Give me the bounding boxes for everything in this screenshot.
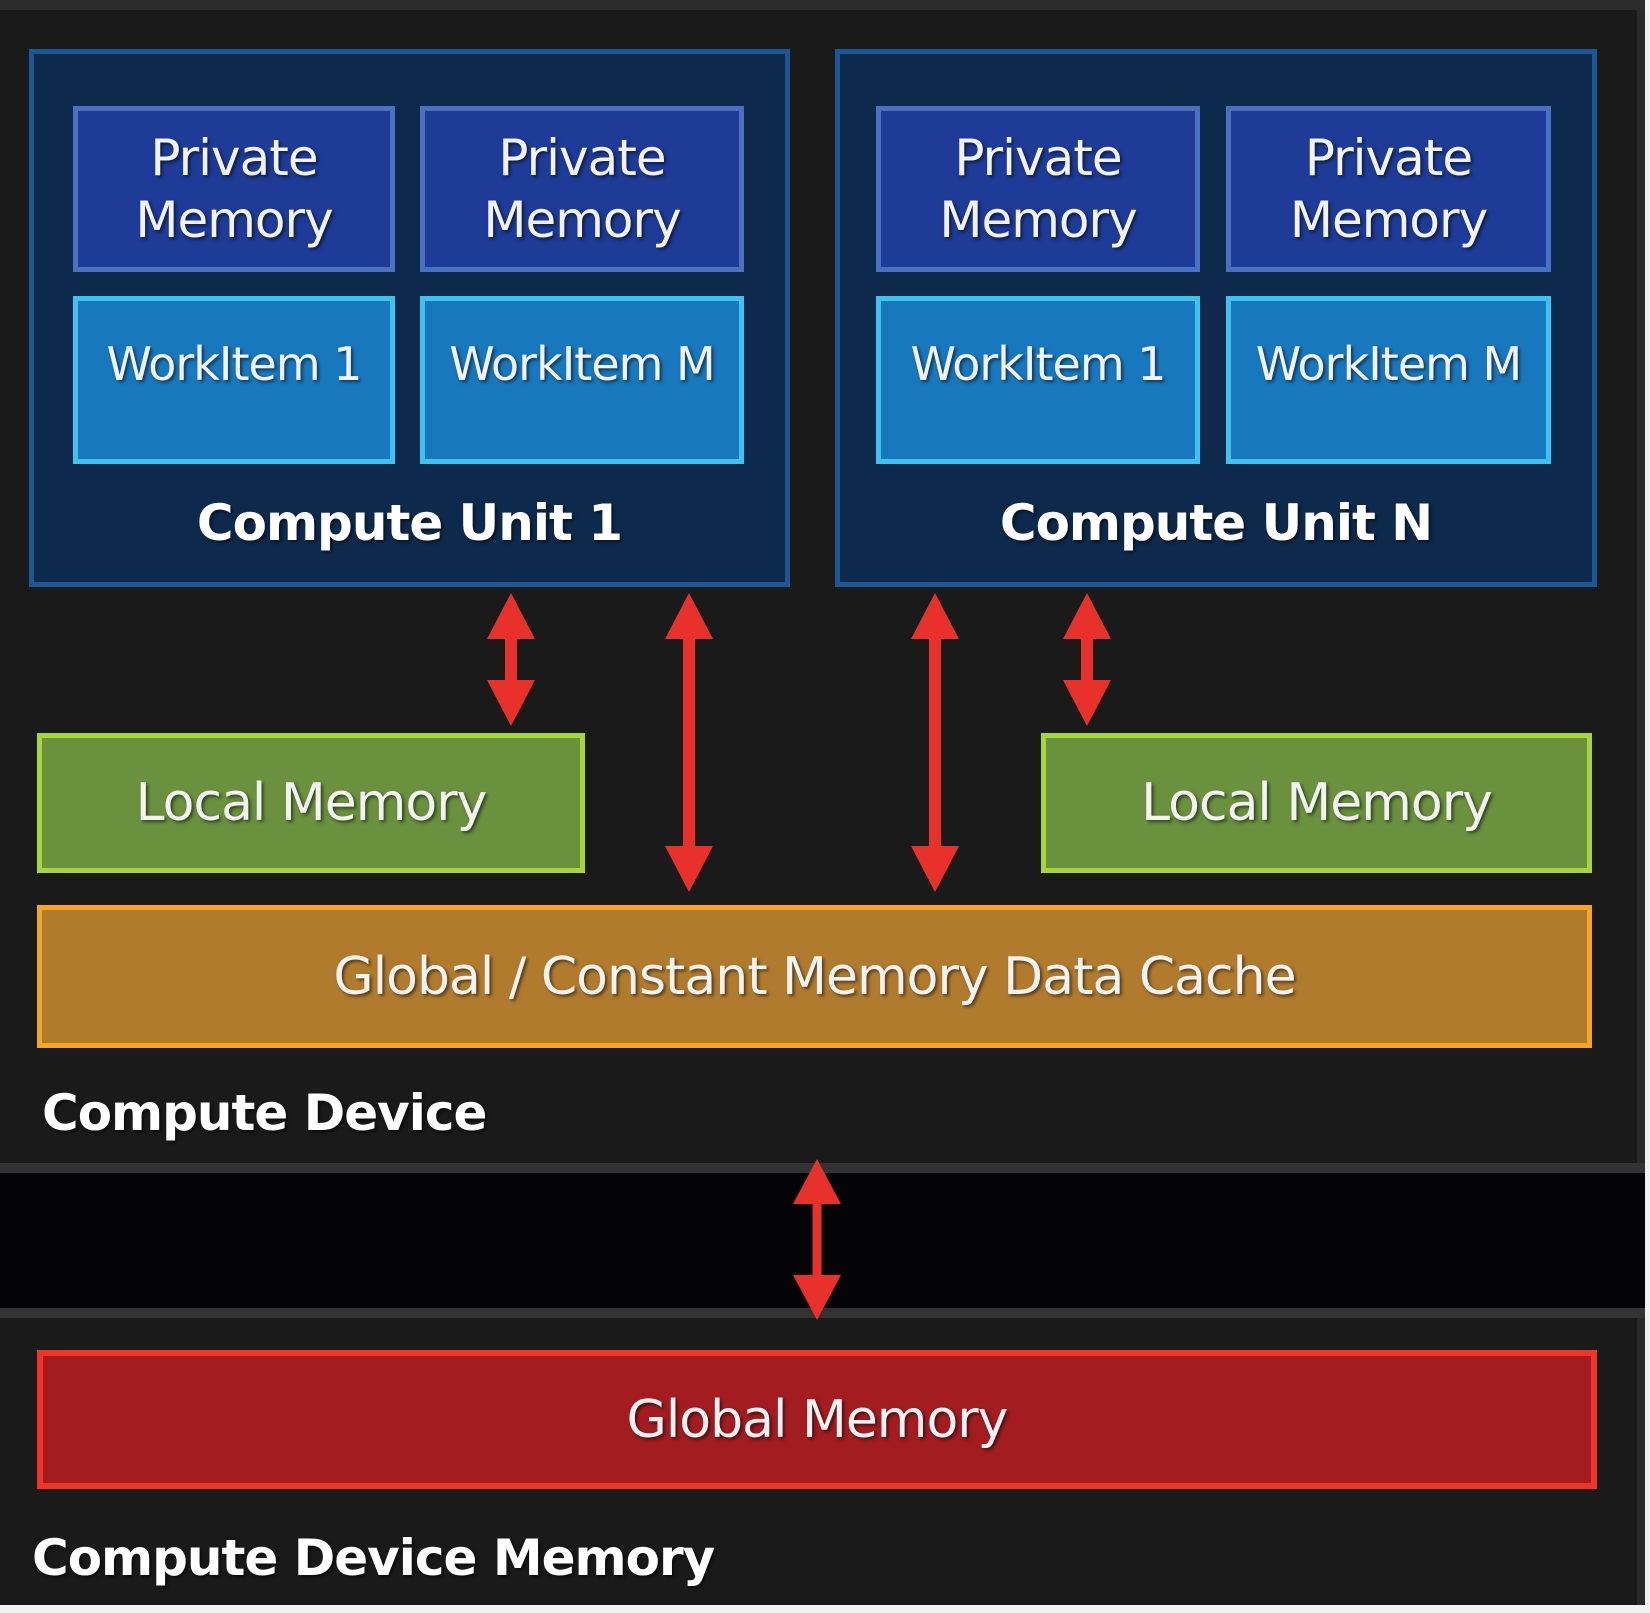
private-memory-line1: Private <box>150 129 318 187</box>
arrow-cu1-local-memory-icon <box>487 593 535 726</box>
compute-unit-1-label: Compute Unit 1 <box>196 494 623 552</box>
private-memory-cu1-1: Private Memory <box>73 106 395 272</box>
arrowhead-down <box>487 680 535 726</box>
local-memory-label: Local Memory <box>1141 773 1493 833</box>
private-memory-cun-1: Private Memory <box>876 106 1200 272</box>
arrow-shaft <box>683 637 695 848</box>
private-memory-line1: Private <box>954 129 1122 187</box>
arrow-shaft <box>929 637 941 848</box>
arrow-shaft <box>1081 637 1093 682</box>
device-memory-interconnect-band <box>0 1163 1645 1318</box>
arrow-cun-local-memory-icon <box>1063 593 1111 726</box>
work-item-cun-1: WorkItem 1 <box>876 296 1200 464</box>
work-item-cu1-m: WorkItem M <box>420 296 744 464</box>
arrowhead-down <box>911 846 959 892</box>
arrow-cu1-global-cache-icon <box>665 593 713 892</box>
private-memory-line2: Memory <box>1289 191 1488 249</box>
global-constant-cache-label: Global / Constant Memory Data Cache <box>333 946 1296 1007</box>
private-memory-line2: Memory <box>483 191 681 249</box>
private-memory-line1: Private <box>1304 129 1473 187</box>
global-memory: Global Memory <box>37 1350 1597 1489</box>
work-item-cu1-1: WorkItem 1 <box>73 296 395 464</box>
local-memory-cun: Local Memory <box>1041 733 1592 873</box>
work-item-label: WorkItem M <box>1255 337 1523 391</box>
arrowhead-down <box>665 846 713 892</box>
compute-device-memory-label: Compute Device Memory <box>32 1529 715 1587</box>
top-edge <box>0 0 1645 10</box>
local-memory-cu1: Local Memory <box>37 733 585 873</box>
arrow-shaft <box>505 637 517 682</box>
arrowhead-down <box>1063 680 1111 726</box>
arrowhead-up <box>911 593 959 639</box>
compute-unit-n-label: Compute Unit N <box>999 494 1433 552</box>
work-item-cun-m: WorkItem M <box>1226 296 1551 464</box>
private-memory-line2: Memory <box>135 191 333 249</box>
arrowhead-up <box>665 593 713 639</box>
private-memory-cu1-2: Private Memory <box>420 106 744 272</box>
global-constant-cache: Global / Constant Memory Data Cache <box>37 905 1592 1048</box>
work-item-label: WorkItem 1 <box>106 337 362 391</box>
private-memory-line2: Memory <box>939 191 1137 249</box>
private-memory-line1: Private <box>498 129 666 187</box>
compute-device-label: Compute Device <box>42 1084 487 1142</box>
arrowhead-up <box>1063 593 1111 639</box>
private-memory-cun-2: Private Memory <box>1226 106 1551 272</box>
work-item-label: WorkItem 1 <box>910 337 1166 391</box>
arrow-cun-global-cache-icon <box>911 593 959 892</box>
local-memory-label: Local Memory <box>135 773 488 833</box>
arrowhead-up <box>487 593 535 639</box>
global-memory-label: Global Memory <box>626 1389 1009 1450</box>
work-item-label: WorkItem M <box>449 337 716 391</box>
